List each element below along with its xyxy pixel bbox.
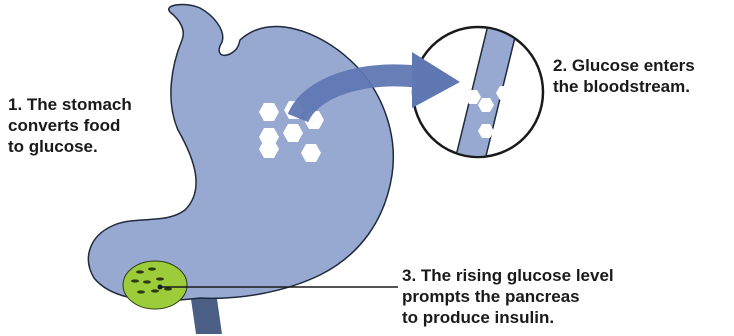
caption-stomach: 1. The stomach converts food to glucose. [8,94,132,157]
stomach-shape [88,5,393,301]
caption-pancreas: 3. The rising glucose level prompts the … [402,265,614,328]
caption-bloodstream: 2. Glucose enters the bloodstream. [553,55,695,97]
